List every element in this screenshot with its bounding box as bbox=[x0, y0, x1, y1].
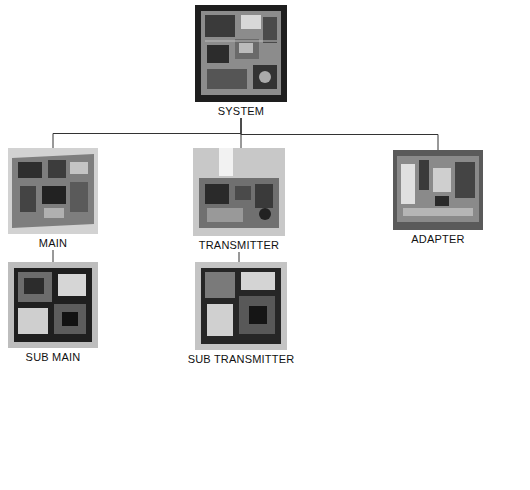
transmitter-node: TRANSMITTER bbox=[193, 148, 285, 252]
board-label: MAIN bbox=[8, 237, 98, 250]
board-label: ADAPTER bbox=[393, 233, 483, 246]
tree-connector bbox=[241, 118, 438, 150]
sub-transmitter-photo bbox=[195, 262, 287, 350]
tree-connector bbox=[239, 252, 240, 262]
main-node: MAIN bbox=[8, 148, 98, 250]
system-photo bbox=[195, 5, 287, 102]
sub-transmitter-node: SUB TRANSMITTER bbox=[185, 262, 298, 366]
adapter-photo bbox=[393, 150, 483, 230]
board-label: SYSTEM bbox=[195, 105, 287, 118]
tree-connector bbox=[53, 118, 241, 148]
board-label: SUB TRANSMITTER bbox=[185, 353, 298, 366]
transmitter-photo bbox=[193, 148, 285, 236]
board-label: TRANSMITTER bbox=[193, 239, 285, 252]
main-photo bbox=[8, 148, 98, 234]
board-label: SUB MAIN bbox=[8, 351, 98, 364]
tree-connector bbox=[53, 250, 54, 262]
system-node: SYSTEM bbox=[195, 5, 287, 118]
sub-main-photo bbox=[8, 262, 98, 348]
sub-main-node: SUB MAIN bbox=[8, 262, 98, 364]
adapter-node: ADAPTER bbox=[393, 150, 483, 246]
